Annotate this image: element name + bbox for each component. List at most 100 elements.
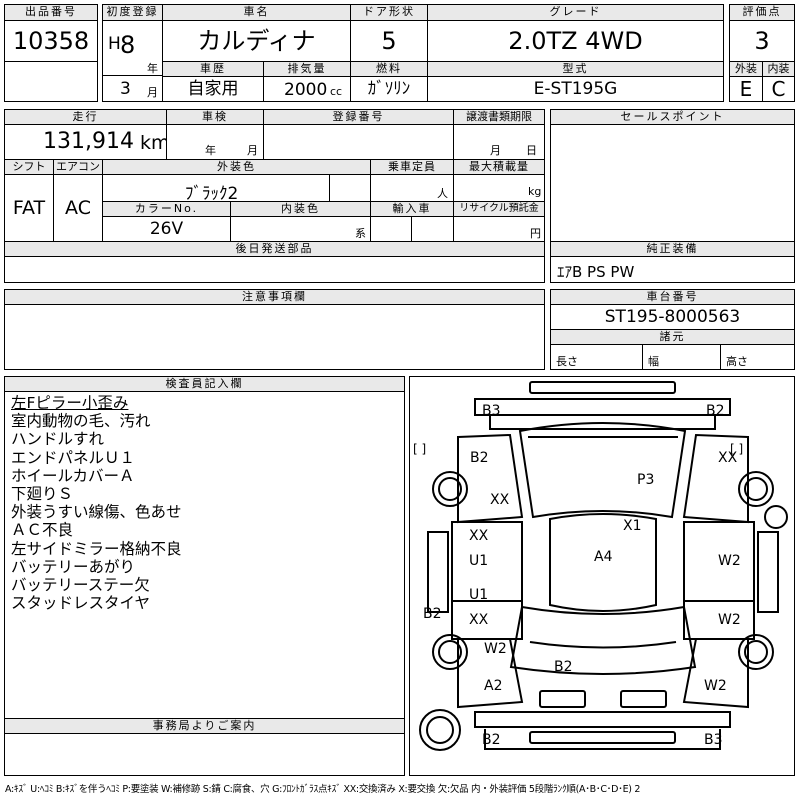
- inspector-note: ハンドルすれ: [11, 430, 105, 449]
- height-cell: 高さ: [720, 344, 795, 370]
- color-no: 26V: [102, 216, 231, 242]
- inspection-year-unit: 年: [205, 144, 216, 157]
- interior-grade-label: 内装: [762, 61, 795, 77]
- interior-color-unit: 系: [355, 227, 366, 240]
- width-cell: 幅: [642, 344, 721, 370]
- interior-color-cell: 系: [230, 216, 371, 242]
- plate-label: 登録番号: [263, 109, 454, 125]
- plate: [263, 124, 454, 160]
- damage-code: B2: [706, 403, 725, 419]
- import-cell-b: [411, 216, 454, 242]
- inspector-note: バッテリーステー欠: [11, 576, 150, 595]
- car-name: カルディナ: [162, 20, 351, 62]
- transfer-day-unit: 日: [526, 144, 537, 157]
- inspector-note: ＡＣ不良: [11, 521, 74, 540]
- mileage-cell: 131,914 km: [4, 124, 167, 160]
- width-label: 幅: [648, 355, 659, 368]
- transfer-month-unit: 月: [490, 144, 501, 157]
- exterior-color-extra: [329, 174, 371, 202]
- inspector-note: ホイールカバーＡ: [11, 466, 135, 485]
- first-registration-year: H 8 年: [102, 20, 163, 76]
- era: H: [108, 34, 121, 54]
- grade-label: グレード: [427, 4, 724, 21]
- equipment-cell: ｴｱB PS PW: [550, 256, 795, 283]
- lot-number: 10358: [4, 20, 98, 62]
- score: 3: [729, 20, 795, 62]
- inspection-label: 車検: [166, 109, 264, 125]
- max-load-cell: kg: [453, 174, 545, 202]
- reg-year: 8: [120, 31, 136, 59]
- door-type-label: ドア形状: [350, 4, 428, 21]
- inspector-note: バッテリーあがり: [11, 557, 136, 576]
- transfer-deadline-cell: 月 日: [453, 124, 545, 160]
- exterior-color-label: 外装色: [102, 159, 371, 175]
- inspector-note: 左Fピラー小歪み: [11, 394, 129, 412]
- damage-code: U1: [469, 587, 488, 603]
- equipment: ｴｱB PS PW: [557, 263, 635, 281]
- sales-points-label: セールスポイント: [550, 109, 795, 125]
- damage-code: B2: [470, 450, 489, 466]
- inspection-month-unit: 月: [247, 144, 258, 157]
- legend: A:ｷｽﾞ U:ﾍｺﾐ B:ｷｽﾞを伴うﾍｺﾐ P:要塗装 W:補修跡 S:錆 …: [5, 784, 641, 795]
- notes-label: 注意事項欄: [4, 289, 545, 305]
- interior-grade: C: [762, 76, 795, 102]
- import-cell-a: [370, 216, 412, 242]
- exterior-color-cell: ﾌﾞﾗｯｸ2: [102, 174, 330, 202]
- damage-code: XX: [718, 450, 738, 466]
- color-no-label: カラーNo.: [102, 201, 231, 217]
- displacement: 2000: [284, 80, 328, 100]
- displacement-label: 排気量: [263, 61, 351, 77]
- damage-code: A4: [594, 549, 613, 565]
- length-cell: 長さ: [550, 344, 643, 370]
- car-damage-diagram: B3 B2 B2 XX XX P3 X1 XX W2 U1 A4 U1 XX W…: [409, 376, 795, 776]
- capacity-cell: 人: [370, 174, 454, 202]
- inspector-note: 下廻りＳ: [11, 485, 74, 504]
- capacity-label: 乗車定員: [370, 159, 454, 175]
- shift: FAT: [4, 174, 54, 242]
- ac-label: エアコン: [53, 159, 103, 175]
- notes: [4, 304, 545, 370]
- dimensions-label: 諸元: [550, 329, 795, 345]
- damage-code: W2: [718, 553, 741, 569]
- recycle-label: リサイクル預託金: [453, 201, 545, 217]
- damage-code: P3: [637, 472, 654, 488]
- damage-code: W2: [704, 678, 727, 694]
- inspection-cell: 年 月: [166, 124, 264, 160]
- damage-code: B3: [482, 403, 501, 419]
- interior-color-label: 内装色: [230, 201, 371, 217]
- ac: AC: [53, 174, 103, 242]
- damage-code: XX: [469, 528, 489, 544]
- reg-month: 3: [120, 79, 131, 99]
- month-unit: 月: [147, 86, 158, 99]
- chassis: ST195-8000563: [550, 304, 795, 330]
- mileage-label: 走行: [4, 109, 167, 125]
- recycle-cell: 円: [453, 216, 545, 242]
- car-outline: B3 B2 B2 XX XX P3 X1 XX W2 U1 A4 U1 XX W…: [413, 381, 788, 751]
- damage-code: B3: [704, 732, 723, 748]
- history: 自家用: [162, 76, 264, 102]
- inspector-note: 左サイドミラー格納不良: [11, 539, 182, 558]
- year-unit: 年: [147, 62, 158, 75]
- car-name-label: 車名: [162, 4, 351, 21]
- bracket-right: [ ]: [730, 442, 743, 456]
- model-label: 型式: [427, 61, 724, 77]
- inspector-note: エンドパネルＵ１: [11, 448, 136, 467]
- grade: 2.0TZ 4WD: [427, 20, 724, 62]
- bracket-left: [ ]: [413, 442, 426, 456]
- lot-number-label: 出品番号: [4, 4, 98, 21]
- exterior-color: ﾌﾞﾗｯｸ2: [185, 184, 239, 202]
- damage-code: X1: [623, 518, 642, 534]
- length-label: 長さ: [556, 355, 578, 368]
- door-type: 5: [350, 20, 428, 62]
- transfer-deadline-label: 譲渡書類期限: [453, 109, 545, 125]
- office-notice-label: 事務局よりご案内: [4, 718, 405, 734]
- history-label: 車歴: [162, 61, 264, 77]
- mileage: 131,914: [43, 129, 134, 154]
- fuel-label: 燃料: [350, 61, 428, 77]
- office-notice: [4, 733, 405, 776]
- shift-label: シフト: [4, 159, 54, 175]
- exterior-grade: E: [729, 76, 763, 102]
- damage-code: XX: [490, 492, 510, 508]
- inspector-note: 外装うすい線傷、色あせ: [11, 503, 182, 522]
- max-load-label: 最大積載量: [453, 159, 545, 175]
